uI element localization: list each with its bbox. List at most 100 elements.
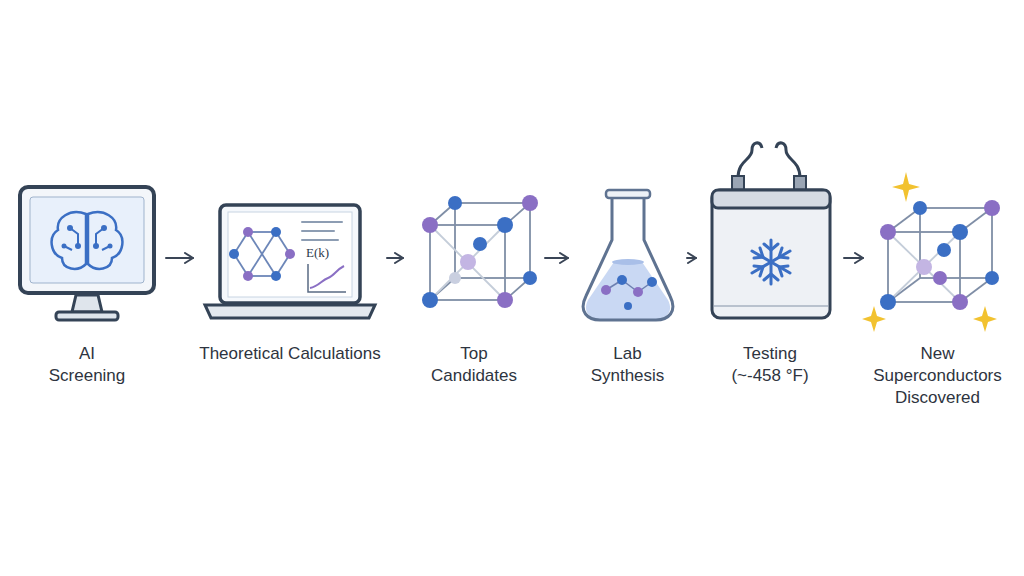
flask-icon-part — [583, 196, 673, 320]
discovered-cube-icon-part-part — [888, 232, 960, 302]
crystal-cube-icon-part — [448, 196, 462, 210]
laptop-icon-part — [234, 232, 290, 276]
crystal-cube-icon-part-part — [430, 225, 505, 300]
flask-icon-part — [606, 190, 650, 198]
cryostat-icon-part-part — [779, 248, 788, 258]
stage-node: Testing (~-458 °F) — [708, 165, 832, 320]
discovered-cube-icon — [862, 172, 1000, 332]
monitor-icon-part-part — [75, 243, 81, 249]
stage-node: Theoretical Calculations — [205, 205, 375, 318]
laptop-icon-part-part — [243, 271, 253, 281]
discovered-cube-icon-part-part — [862, 306, 886, 332]
crystal-cube-icon-part — [523, 271, 537, 285]
crystal-cube-icon-part — [497, 292, 513, 308]
cryostat-icon-part-part — [754, 266, 763, 276]
laptop-icon-part-part — [229, 249, 239, 259]
discovered-cube-icon-part — [880, 224, 896, 240]
monitor-icon-part-part — [93, 243, 99, 249]
discovered-cube-icon-part — [888, 208, 992, 302]
discovered-cube-icon-part — [913, 201, 927, 215]
cryostat-icon-part — [752, 240, 790, 284]
flow-arrow — [387, 257, 403, 259]
crystal-cube-icon-part — [460, 254, 476, 270]
flask-icon-part — [647, 277, 657, 287]
cryostat-icon-part-part — [764, 244, 778, 250]
energy-label: E(k) — [306, 245, 329, 261]
laptop-icon-part-part — [248, 232, 276, 276]
discovered-cube-icon-part — [984, 200, 1000, 216]
cryostat-icon-part-part — [779, 266, 788, 276]
flow-arrow — [844, 257, 863, 259]
stage-label: New Superconductors Discovered — [868, 343, 1008, 409]
laptop-icon-part — [228, 212, 352, 297]
crystal-cube-icon-part — [473, 237, 487, 251]
discovered-cube-icon-part — [952, 294, 968, 310]
stage-node: Lab Synthesis — [580, 190, 675, 320]
discovered-cube-icon-part-part — [892, 172, 920, 202]
discovered-cube-icon-part — [862, 172, 997, 332]
stage-label: Testing (~-458 °F) — [720, 343, 820, 387]
monitor-icon-part — [62, 225, 113, 249]
laptop-icon — [205, 205, 375, 318]
stage-label: Theoretical Calculations — [190, 343, 390, 365]
laptop-icon-part-part — [285, 249, 295, 259]
monitor-icon-part-part — [88, 212, 122, 269]
crystal-cube-icon-part-part — [430, 225, 505, 300]
monitor-icon-part — [30, 197, 144, 283]
monitor-icon-part-part — [108, 244, 113, 249]
cryostat-icon-part — [732, 176, 744, 190]
discovered-cube-icon-part — [937, 243, 951, 257]
laptop-icon-part-part — [302, 239, 338, 241]
crystal-cube-icon-part — [430, 203, 530, 300]
cryostat-icon-part — [712, 190, 830, 208]
laptop-icon-part-part — [271, 271, 281, 281]
laptop-icon-part-part — [302, 221, 342, 223]
discovered-cube-icon-part — [916, 259, 932, 275]
cryostat-icon-part-part — [752, 251, 790, 273]
cryostat-icon-part — [794, 176, 806, 190]
flask-icon-part — [606, 280, 652, 292]
cryostat-icon-part — [776, 143, 800, 178]
cryostat-icon-part — [712, 190, 830, 318]
cryostat-icon-part-part — [754, 248, 763, 258]
stage-label: AI Screening — [47, 343, 127, 387]
flask-icon-part — [633, 287, 643, 297]
monitor-icon-part-part — [52, 212, 86, 269]
stage-node: New Superconductors Discovered — [875, 180, 1000, 320]
laptop-icon-part-part — [302, 230, 334, 232]
crystal-cube-icon-part — [422, 217, 438, 233]
monitor-icon-part — [64, 228, 110, 250]
cryostat-icon — [712, 143, 830, 318]
monitor-icon — [20, 187, 154, 320]
flask-icon-part — [612, 259, 644, 265]
laptop-icon-part — [220, 205, 360, 303]
cryostat-icon-part — [738, 143, 762, 178]
crystal-cube-icon-part-part — [455, 203, 530, 278]
laptop-icon-part-part — [248, 232, 276, 276]
cryostat-icon-part-part — [752, 251, 790, 273]
cryostat-icon-part-part — [764, 274, 778, 280]
laptop-icon-part — [310, 266, 344, 288]
flask-icon-part — [624, 302, 632, 310]
stage-label: Lab Synthesis — [588, 343, 668, 387]
flow-arrow — [545, 257, 568, 259]
flask-icon-part — [601, 285, 611, 295]
crystal-cube-icon-part — [422, 292, 438, 308]
cryostat-icon-part — [714, 305, 828, 307]
discovered-cube-icon-part — [933, 271, 947, 285]
monitor-icon-part — [20, 187, 154, 293]
monitor-icon-part-part — [62, 244, 67, 249]
flow-arrow — [166, 257, 193, 259]
discovered-cube-icon-part-part — [888, 232, 960, 302]
laptop-icon-part — [308, 264, 346, 292]
discovered-cube-icon-part-part — [888, 232, 960, 302]
discovered-cube-icon-part-part — [973, 306, 997, 332]
monitor-icon-part-part — [67, 225, 73, 231]
laptop-icon-part — [205, 305, 375, 318]
laptop-icon-part — [229, 227, 295, 281]
crystal-cube-icon-part — [497, 217, 513, 233]
monitor-icon-part — [72, 295, 102, 312]
